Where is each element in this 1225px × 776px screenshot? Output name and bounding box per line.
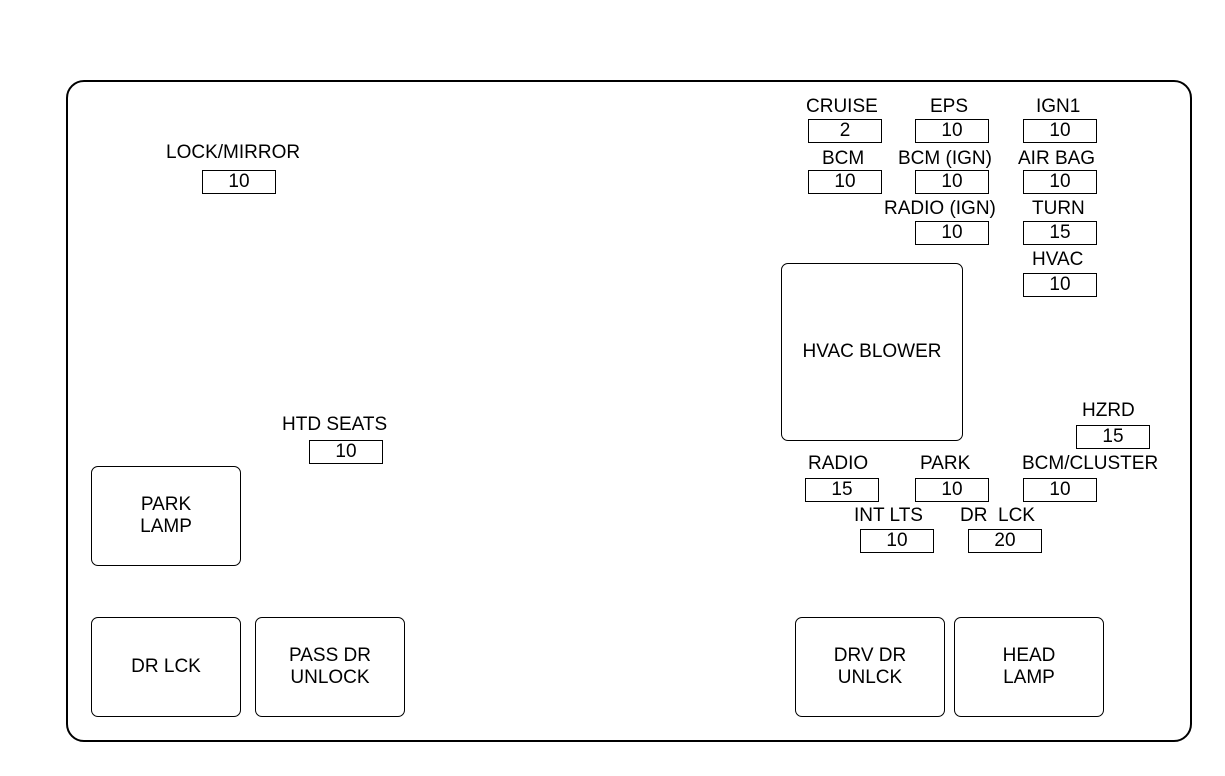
relay-label-pass-dr-unlock: PASS DR UNLOCK (288, 645, 371, 688)
fuse-label-air-bag: AIR BAG (1018, 148, 1096, 169)
fuse-label-int-lts: INT LTS (854, 505, 923, 526)
relay-label-hvac-blower: HVAC BLOWER (802, 341, 942, 362)
fuse-label-hzrd: HZRD (1082, 400, 1135, 421)
fuse-label-bcm-ign: BCM (IGN) (898, 148, 992, 169)
fuse-bcm-ign: 10 (915, 170, 989, 194)
fuse-htd-seats: 10 (309, 440, 383, 464)
fuse-radio: 15 (805, 478, 879, 502)
relay-label-dr-lck: DR LCK (131, 656, 201, 677)
fuse-label-radio: RADIO (808, 453, 869, 474)
fuse-ign1: 10 (1023, 119, 1097, 143)
fuse-label-turn: TURN (1032, 198, 1085, 219)
fuse-dr-lck: 20 (968, 529, 1042, 553)
fuse-bcm-cluster: 10 (1023, 478, 1097, 502)
fuse-int-lts: 10 (860, 529, 934, 553)
fuse-radio-ign: 10 (915, 221, 989, 245)
relay-dr-lck: DR LCK (91, 617, 241, 717)
relay-hvac-blower: HVAC BLOWER (781, 263, 963, 441)
relay-drv-dr-unlck: DRV DR UNLCK (795, 617, 945, 717)
relay-park-lamp: PARK LAMP (91, 466, 241, 566)
fuse-turn: 15 (1023, 221, 1097, 245)
fuse-air-bag: 10 (1023, 170, 1097, 194)
fuse-label-eps: EPS (930, 96, 969, 117)
fuse-label-hvac: HVAC (1032, 249, 1084, 270)
fuse-lock-mirror: 10 (202, 170, 276, 194)
fuse-hzrd: 15 (1076, 425, 1150, 449)
fuse-eps: 10 (915, 119, 989, 143)
relay-label-drv-dr-unlck: DRV DR UNLCK (833, 645, 907, 688)
relay-label-head-lamp: HEAD LAMP (1002, 645, 1056, 688)
fuse-label-lock-mirror: LOCK/MIRROR (166, 142, 301, 163)
relay-head-lamp: HEAD LAMP (954, 617, 1104, 717)
fuse-cruise: 2 (808, 119, 882, 143)
fuse-label-bcm: BCM (822, 148, 865, 169)
fuse-park: 10 (915, 478, 989, 502)
fuse-bcm: 10 (808, 170, 882, 194)
fuse-label-ign1: IGN1 (1036, 96, 1081, 117)
relay-pass-dr-unlock: PASS DR UNLOCK (255, 617, 405, 717)
fuse-label-radio-ign: RADIO (IGN) (884, 198, 996, 219)
fuse-label-dr-lck: DR LCK (960, 505, 1035, 526)
fuse-label-bcm-cluster: BCM/CLUSTER (1022, 453, 1159, 474)
relay-label-park-lamp: PARK LAMP (140, 494, 192, 537)
fuse-hvac: 10 (1023, 273, 1097, 297)
fuse-label-park: PARK (920, 453, 971, 474)
fuse-block-panel (66, 80, 1192, 742)
fuse-label-htd-seats: HTD SEATS (282, 414, 388, 435)
fuse-label-cruise: CRUISE (806, 96, 878, 117)
